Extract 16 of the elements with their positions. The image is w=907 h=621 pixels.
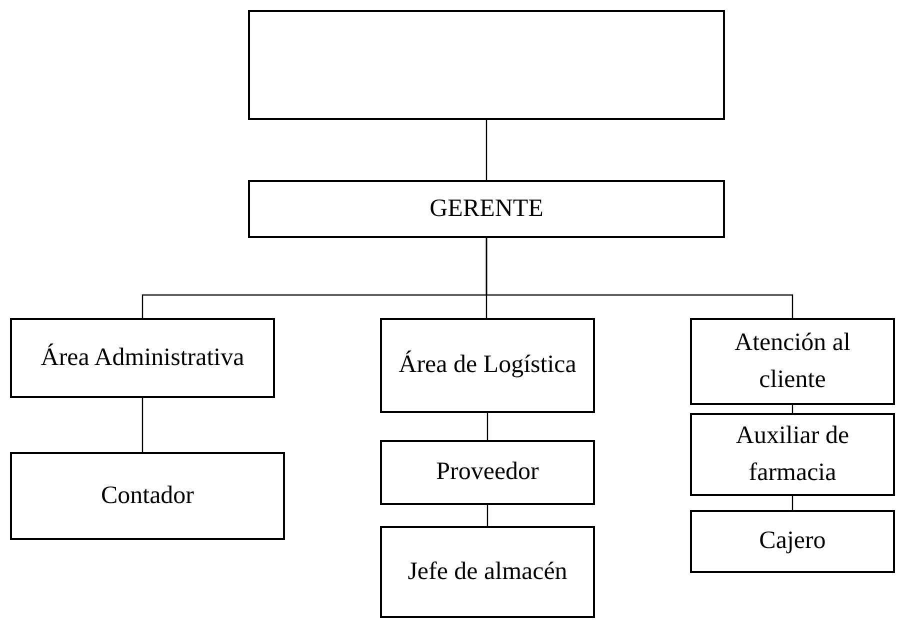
empty-box [248, 10, 725, 120]
connector-line [142, 398, 144, 452]
connector-line [792, 496, 794, 510]
org-box: Proveedor [380, 440, 595, 505]
connector-line [486, 505, 488, 526]
org-box: Área de Logística [380, 318, 595, 413]
org-box: Cajero [690, 510, 895, 573]
connector-line [486, 120, 488, 180]
org-box: Jefe de almacén [380, 526, 595, 618]
connector-line [486, 413, 488, 440]
connector-line [486, 238, 794, 318]
org-box: GERENTE [248, 180, 725, 238]
org-box: Área Administrativa [10, 318, 275, 398]
org-box: Auxiliar de farmacia [690, 413, 895, 496]
org-box: Contador [10, 452, 285, 540]
org-box: Atención al cliente [690, 318, 895, 405]
